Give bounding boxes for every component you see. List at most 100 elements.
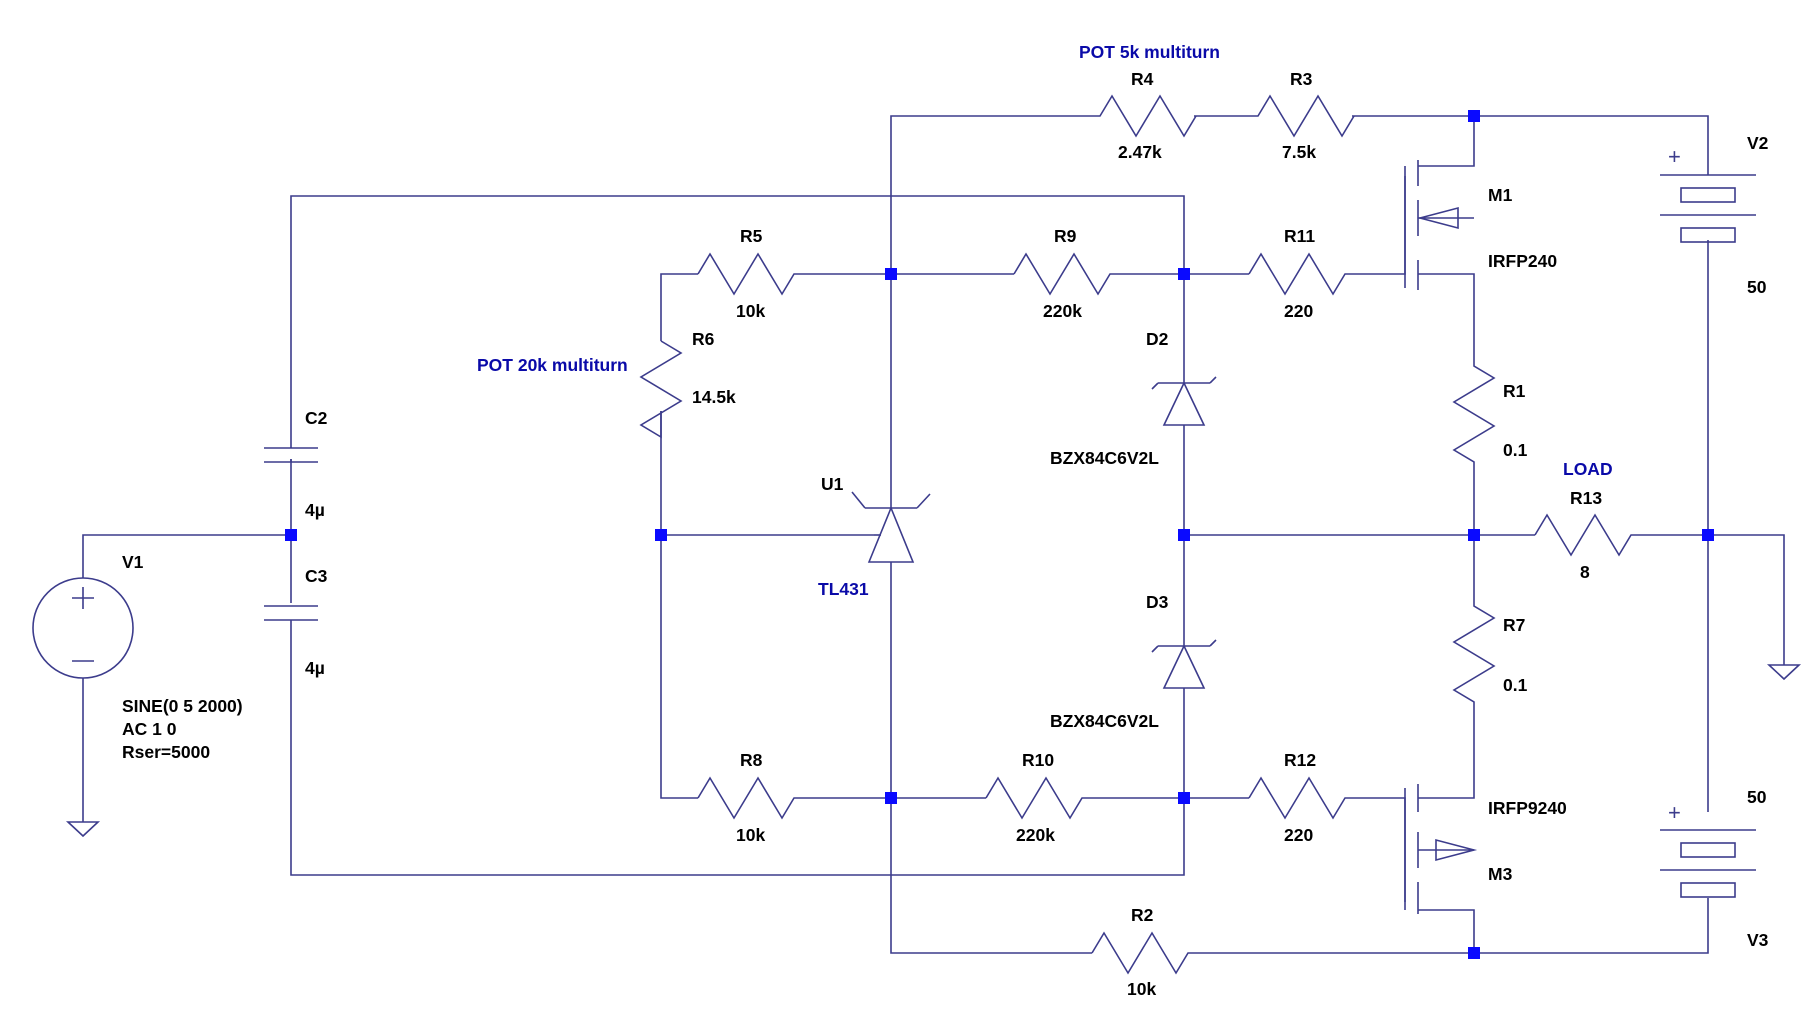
wire-r4-left	[890, 115, 1092, 271]
note-pot5k: POT 5k multiturn	[1079, 42, 1220, 62]
r2-name: R2	[1131, 905, 1154, 925]
resistor-r12	[1248, 776, 1351, 820]
wire-r5-left	[660, 273, 698, 341]
wire-m1-source	[1418, 273, 1475, 354]
junction-output	[1468, 529, 1480, 541]
resistor-r8	[697, 776, 800, 820]
resistors	[639, 94, 1637, 975]
resistor-r9	[1013, 252, 1116, 296]
battery-v3: +	[1660, 800, 1756, 898]
zener-d2	[1151, 376, 1217, 426]
battery-v2: +	[1660, 144, 1756, 243]
wire-v1-top	[82, 459, 292, 578]
v1-circle	[32, 577, 134, 679]
d3-value: BZX84C6V2L	[1050, 711, 1159, 731]
wire-r13-right	[1637, 534, 1785, 665]
r8-name: R8	[740, 750, 763, 770]
r1-value: 0.1	[1503, 440, 1528, 460]
v1-line3: Rser=5000	[122, 742, 210, 762]
wire-r2-right	[1194, 898, 1709, 954]
wire-m3-drain	[1418, 909, 1475, 953]
m3-arrow	[1435, 838, 1478, 862]
junction-ref	[655, 529, 667, 541]
v1-plus-sign	[72, 587, 94, 609]
v2-plate-bottom	[1680, 227, 1736, 243]
wires	[82, 115, 1785, 954]
d2-name: D2	[1146, 329, 1169, 349]
r11-value: 220	[1284, 301, 1313, 321]
r5-name: R5	[740, 226, 763, 246]
junction-r9-r11	[1178, 268, 1190, 280]
v2-name: V2	[1747, 133, 1769, 153]
m1-arrow	[1416, 206, 1459, 230]
wire-d3-bottom	[290, 622, 1185, 876]
c2-value: 4µ	[305, 500, 325, 520]
r9-name: R9	[1054, 226, 1077, 246]
capacitor-c3	[264, 605, 318, 622]
r9-value: 220k	[1043, 301, 1082, 321]
v2-plus: +	[1668, 144, 1681, 169]
junction-r10-r12	[1178, 792, 1190, 804]
r4-name: R4	[1131, 69, 1154, 89]
junction-r5-r9	[885, 268, 897, 280]
v1-name: V1	[122, 552, 144, 572]
r11-name: R11	[1284, 226, 1315, 246]
wire-top-v2	[1474, 115, 1709, 175]
v3-value: 50	[1747, 787, 1767, 807]
wire-m1-drain	[1418, 116, 1475, 167]
r12-value: 220	[1284, 825, 1313, 845]
resistor-r10	[985, 776, 1088, 820]
zener-d3	[1151, 639, 1217, 689]
r13-name: R13	[1570, 488, 1602, 508]
source-v1	[32, 577, 134, 679]
note-load: LOAD	[1563, 459, 1613, 479]
r3-name: R3	[1290, 69, 1313, 89]
r12-name: R12	[1284, 750, 1316, 770]
note-tl431: TL431	[818, 579, 869, 599]
m1-name: M1	[1488, 185, 1513, 205]
capacitors	[264, 447, 318, 622]
junction-m3-r2	[1468, 947, 1480, 959]
wire-outer-top	[290, 195, 1185, 448]
r5-value: 10k	[736, 301, 765, 321]
wire-r12-gate	[1351, 797, 1406, 902]
r3-value: 7.5k	[1282, 142, 1316, 162]
r1-name: R1	[1503, 381, 1526, 401]
r10-name: R10	[1022, 750, 1054, 770]
resistor-r5	[697, 252, 800, 296]
r6-value: 14.5k	[692, 387, 736, 407]
resistor-r6	[639, 340, 683, 439]
resistor-r11	[1248, 252, 1351, 296]
v3-plus: +	[1668, 800, 1681, 825]
r10-value: 220k	[1016, 825, 1055, 845]
m3-value: IRFP9240	[1488, 798, 1567, 818]
v2-plate-top	[1680, 187, 1736, 203]
r2-value: 10k	[1127, 979, 1156, 999]
junction-r3-m1	[1468, 110, 1480, 122]
labels: POT 5k multiturn POT 20k multiturn LOAD …	[122, 42, 1769, 999]
v1-line2: AC 1 0	[122, 719, 177, 739]
junction-d2-d3	[1178, 529, 1190, 541]
c2-name: C2	[305, 408, 328, 428]
junction-v1-c2	[285, 529, 297, 541]
r7-value: 0.1	[1503, 675, 1528, 695]
grounds	[65, 664, 1802, 838]
r4-value: 2.47k	[1118, 142, 1162, 162]
junction-load	[1702, 529, 1714, 541]
wire-r2-left	[890, 950, 1092, 954]
m3-name: M3	[1488, 864, 1513, 884]
v1-line1: SINE(0 5 2000)	[122, 696, 243, 716]
resistor-r13	[1534, 513, 1637, 557]
wire-r7-m3	[1418, 706, 1475, 799]
r13-value: 8	[1580, 562, 1590, 582]
note-pot20k: POT 20k multiturn	[477, 355, 628, 375]
resistor-r7	[1452, 594, 1496, 706]
junctions	[285, 110, 1714, 959]
u1-name: U1	[821, 474, 844, 494]
junction-r8-r10	[885, 792, 897, 804]
ground-v1	[65, 821, 101, 838]
ground-load	[1766, 664, 1802, 681]
m1-value: IRFP240	[1488, 251, 1557, 271]
mosfet-m3	[1404, 784, 1478, 914]
